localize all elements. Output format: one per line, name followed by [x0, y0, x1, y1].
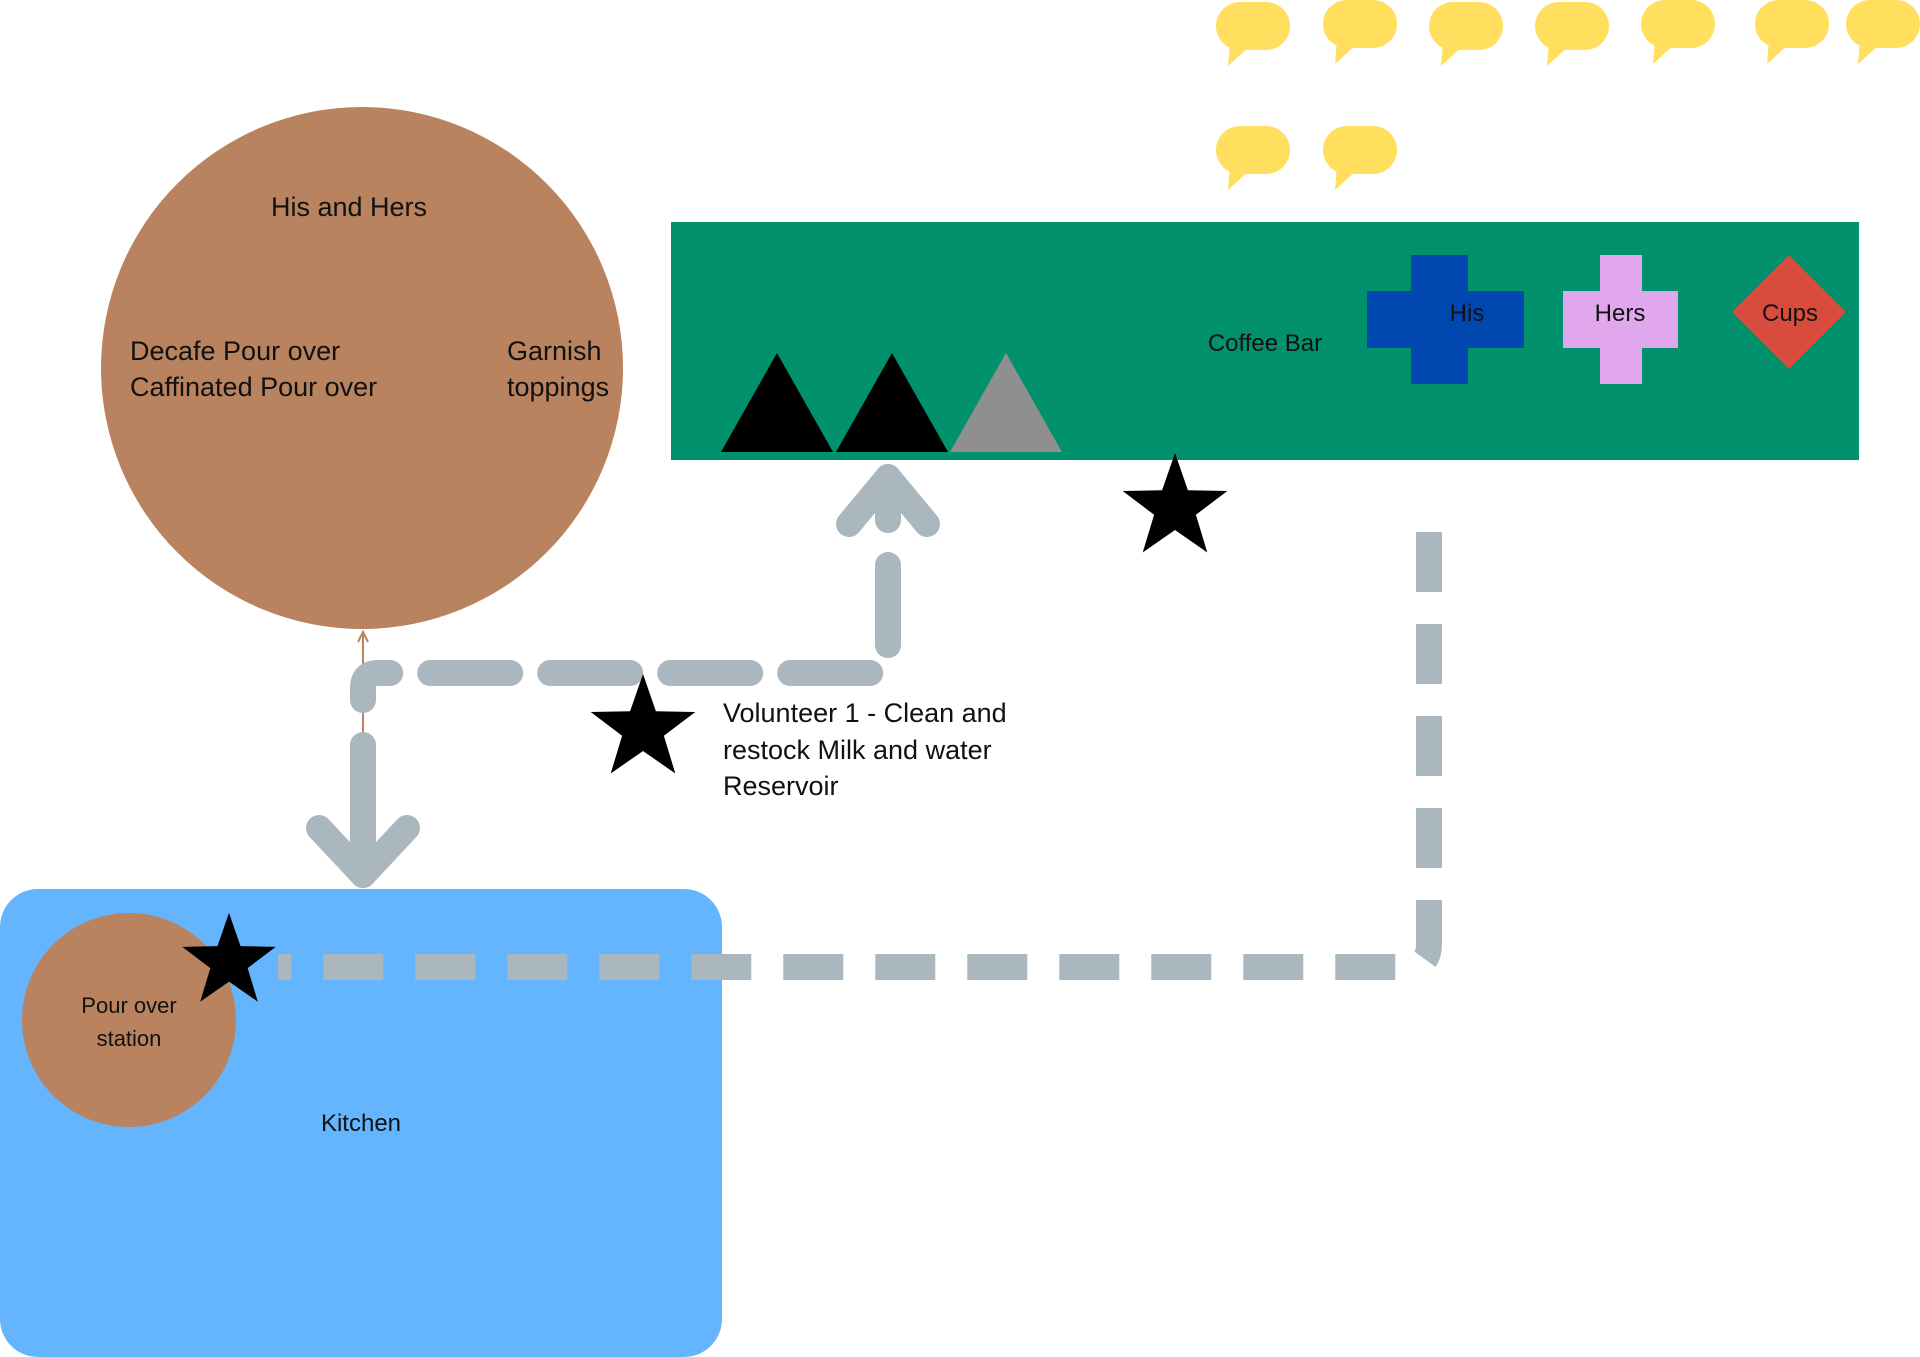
speech-bubble-icon — [1641, 0, 1715, 64]
coffee-bar: Coffee Bar His Hers Cups — [671, 222, 1859, 460]
star-icon — [590, 674, 696, 774]
arrow-head-icon — [306, 815, 420, 888]
speech-bubble-icon — [1323, 0, 1397, 64]
arrow-head-icon — [357, 629, 369, 643]
arrow-head-icon — [836, 464, 940, 537]
kitchen: Kitchen Pour over station — [0, 889, 722, 1357]
round-table-shape — [101, 107, 623, 629]
cups-label: Cups — [1762, 300, 1818, 327]
cups-diamond-icon — [1732, 255, 1846, 369]
round-table-title: His and Hers — [271, 192, 427, 222]
speech-bubble-icon — [1216, 126, 1290, 190]
walking-paths — [278, 464, 1442, 980]
triangle-icon — [836, 353, 948, 452]
speech-bubble-icon — [1535, 2, 1609, 66]
volunteer-line-2: restock Milk and water — [723, 735, 992, 765]
pour-over-decaf-label: Decafe Pour over — [130, 336, 340, 366]
path-table-to-bar — [350, 552, 901, 713]
kitchen-label: Kitchen — [321, 1110, 401, 1137]
triangle-icon — [950, 353, 1062, 452]
speech-bubble-icon — [1429, 2, 1503, 66]
speech-bubble-icon — [1323, 126, 1397, 190]
triangle-icon — [721, 353, 833, 452]
volunteer-line-3: Reservoir — [723, 771, 839, 801]
pour-over-station-label-1: Pour over — [81, 993, 176, 1018]
pour-over-station-label-2: station — [97, 1026, 162, 1051]
path-bar-to-kitchen — [278, 532, 1442, 980]
star-icon — [1122, 453, 1228, 553]
speech-bubbles — [1216, 0, 1920, 190]
his-cross-icon — [1367, 255, 1524, 384]
garnish-label: Garnish — [507, 336, 602, 366]
coffee-bar-label: Coffee Bar — [1208, 330, 1322, 357]
hers-cross-icon — [1563, 255, 1678, 384]
speech-bubble-icon — [1216, 2, 1290, 66]
round-table: His and Hers Decafe Pour over Caffinated… — [101, 107, 623, 629]
pour-over-station-shape — [22, 913, 236, 1127]
pour-over-caffeinated-label: Caffinated Pour over — [130, 372, 377, 402]
speech-bubble-icon — [1846, 0, 1920, 64]
his-label: His — [1450, 300, 1485, 327]
volunteer-line-1: Volunteer 1 - Clean and — [723, 698, 1007, 728]
toppings-label: toppings — [507, 372, 609, 402]
speech-bubble-icon — [1755, 0, 1829, 64]
volunteer-note: Volunteer 1 - Clean and restock Milk and… — [723, 698, 1007, 801]
hers-label: Hers — [1595, 300, 1646, 327]
